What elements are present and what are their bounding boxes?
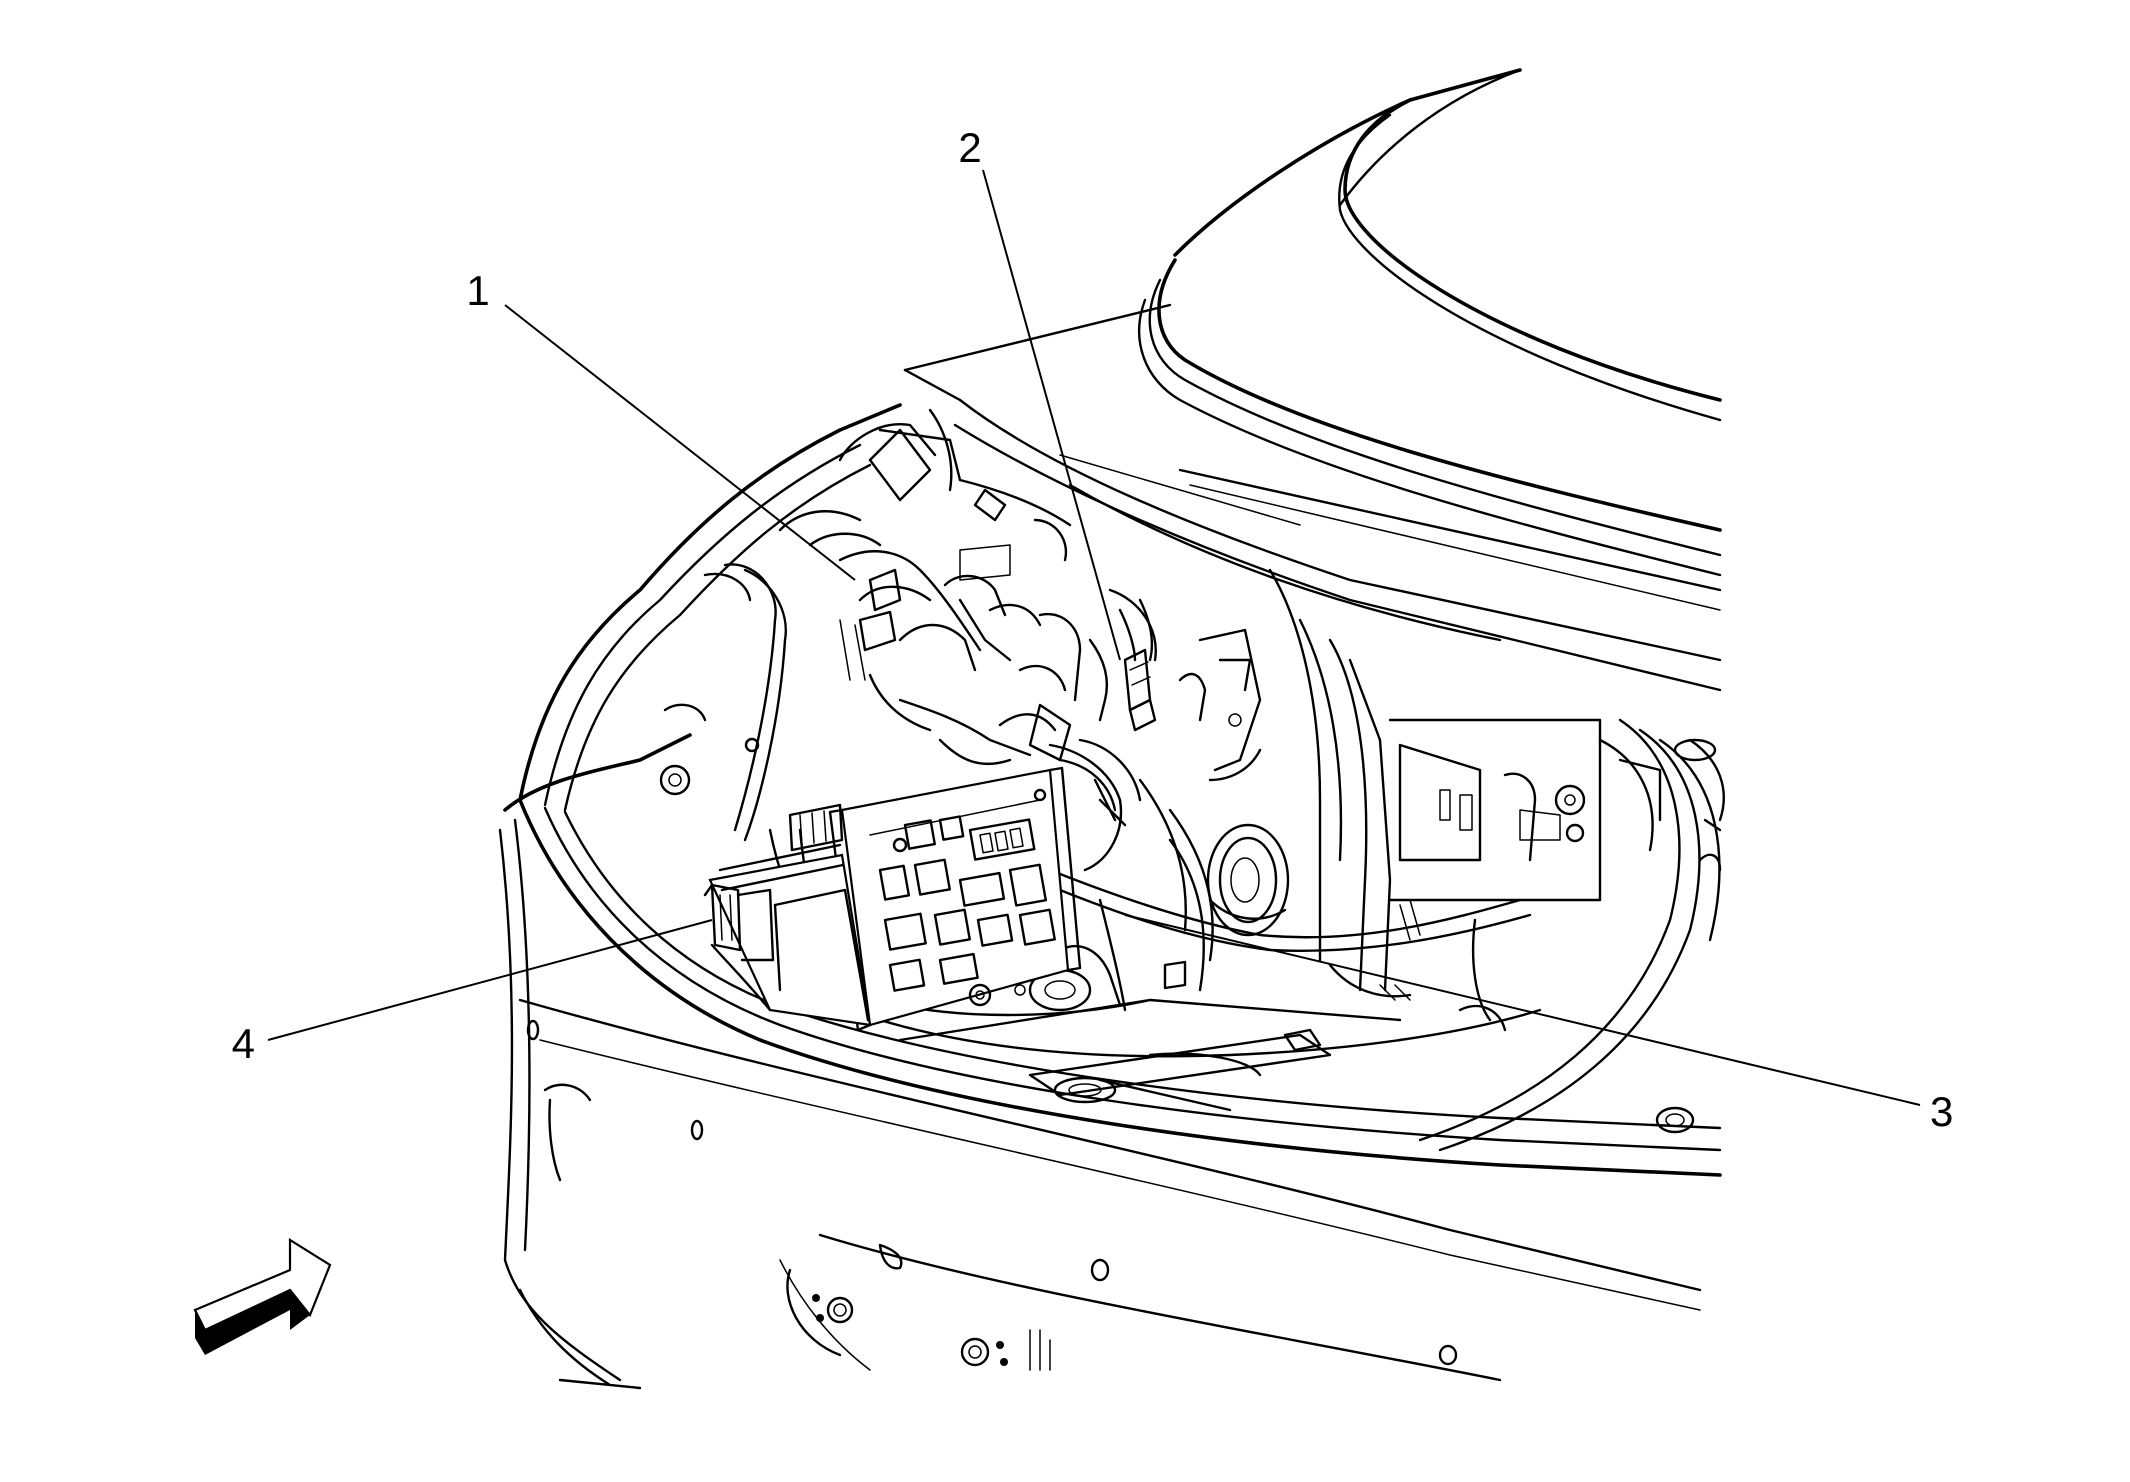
callout-3: 3 [1930, 1088, 1953, 1135]
callout-leaders [267, 169, 1921, 1106]
callout-4: 4 [232, 1020, 255, 1067]
fuse-block-module [703, 766, 1082, 1032]
view-direction-arrow-icon [193, 1238, 332, 1355]
leader-line-4 [267, 919, 713, 1041]
trunk-compartment-interior [659, 408, 1725, 1152]
callout-2: 2 [958, 124, 981, 171]
callout-labels: 1 2 3 4 [232, 124, 1954, 1135]
callout-1: 1 [466, 267, 489, 314]
rear-body-panel [498, 403, 1722, 1390]
leader-line-1 [504, 304, 856, 581]
deck-lid-open [903, 68, 1722, 692]
leader-line-2 [982, 169, 1121, 661]
leader-line-3 [1124, 914, 1921, 1106]
